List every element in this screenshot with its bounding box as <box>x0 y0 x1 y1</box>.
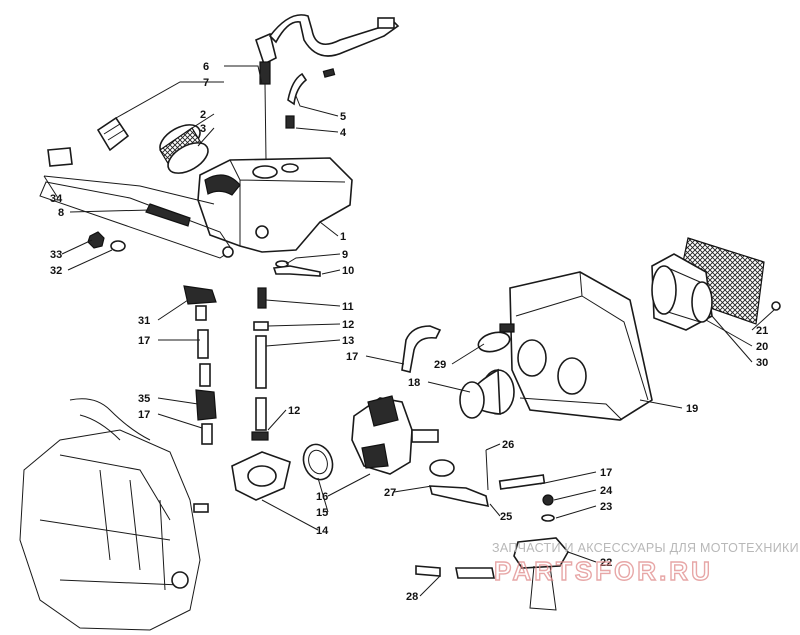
oil-filler-tube <box>255 14 400 161</box>
callout-35: 35 <box>138 393 150 405</box>
callout-labels: 6 7 5 4 2 3 34 8 1 33 32 9 10 11 12 13 3… <box>50 61 768 603</box>
callout-12: 12 <box>342 319 354 331</box>
callout-8: 8 <box>58 207 64 219</box>
carburetor <box>351 325 442 475</box>
leader-lines <box>43 65 775 597</box>
callout-3: 3 <box>200 123 206 135</box>
oil-tank <box>197 157 353 253</box>
callout-33: 33 <box>50 249 62 261</box>
fuel-pump-group <box>415 449 569 611</box>
callout-17d: 17 <box>600 467 612 479</box>
watermark-tagline: ЗАПЧАСТИ И АКСЕССУАРЫ ДЛЯ МОТОТЕХНИКИ <box>492 541 799 555</box>
engine-outline <box>19 398 209 631</box>
callout-14: 14 <box>316 525 329 537</box>
callout-20: 20 <box>756 341 768 353</box>
callout-12b: 12 <box>288 405 300 417</box>
callout-11: 11 <box>342 301 354 313</box>
callout-31: 31 <box>138 315 150 327</box>
callout-18: 18 <box>408 377 420 389</box>
callout-25: 25 <box>500 511 512 523</box>
callout-13: 13 <box>342 335 354 347</box>
callout-9: 9 <box>342 249 348 261</box>
callout-7: 7 <box>203 77 209 89</box>
callout-5: 5 <box>340 111 346 123</box>
callout-6: 6 <box>203 61 209 73</box>
callout-21: 21 <box>756 325 768 337</box>
callout-15: 15 <box>316 507 328 519</box>
intake-silencer <box>651 237 781 331</box>
callout-28: 28 <box>406 591 418 603</box>
screws <box>272 260 321 277</box>
watermark-brand: PARTSFOR.RU <box>494 556 713 586</box>
callout-26: 26 <box>502 439 514 451</box>
callout-17b: 17 <box>138 409 150 421</box>
fuel-filter-group <box>183 285 217 445</box>
tank-bracket <box>39 147 234 259</box>
callout-17: 17 <box>138 335 150 347</box>
callout-22: 22 <box>600 557 612 569</box>
watermark: ЗАПЧАСТИ И АКСЕССУАРЫ ДЛЯ МОТОТЕХНИКИ PA… <box>492 541 799 587</box>
vent-tube <box>285 68 336 129</box>
callout-27: 27 <box>384 487 396 499</box>
callout-10: 10 <box>342 265 354 277</box>
callout-16: 16 <box>316 491 328 503</box>
callout-24: 24 <box>600 485 613 497</box>
callout-32: 32 <box>50 265 62 277</box>
air-silencer <box>509 271 653 421</box>
callout-19: 19 <box>686 403 698 415</box>
clamp <box>477 323 515 353</box>
callout-29: 29 <box>434 359 446 371</box>
callout-17c: 17 <box>346 351 358 363</box>
callout-1: 1 <box>340 231 346 243</box>
intake-flange <box>231 443 334 501</box>
callout-2: 2 <box>200 109 206 121</box>
callout-30: 30 <box>756 357 768 369</box>
oil-strainer <box>96 116 209 174</box>
callout-34: 34 <box>50 193 63 205</box>
intake-adapter <box>459 368 515 419</box>
nut-washer <box>87 231 126 252</box>
callout-23: 23 <box>600 501 612 513</box>
oil-line <box>251 287 269 441</box>
callout-4: 4 <box>340 127 347 139</box>
